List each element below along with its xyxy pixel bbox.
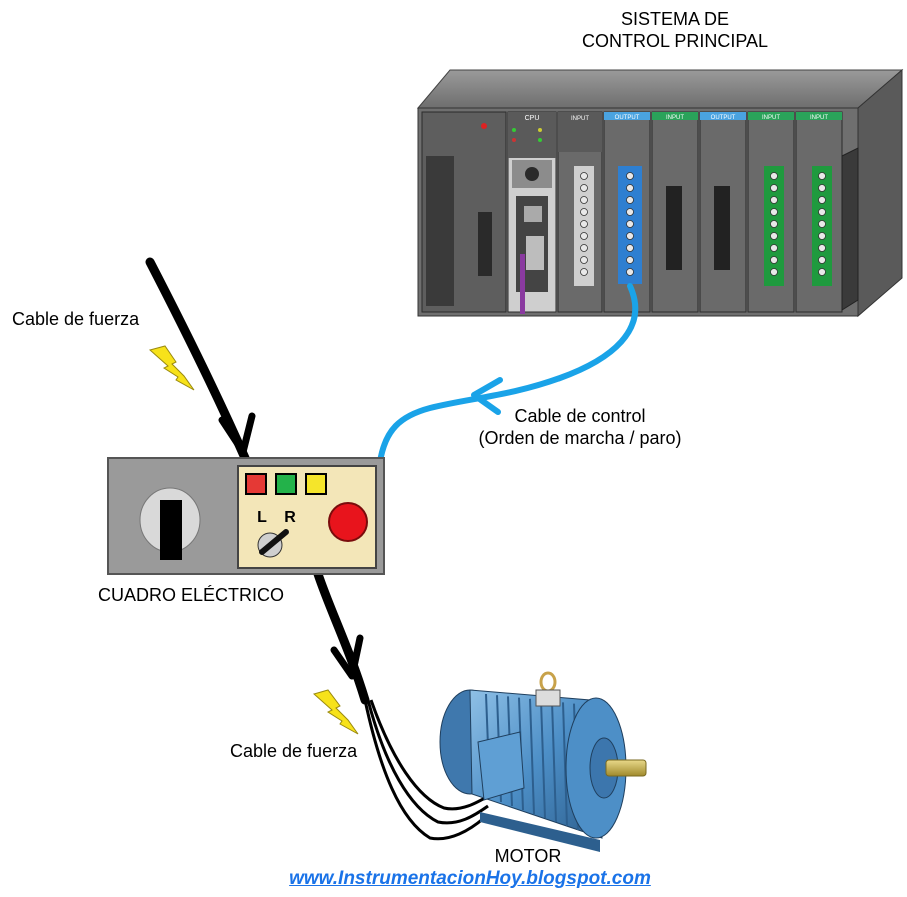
terminal-screw <box>770 220 778 228</box>
motor-shaft <box>605 759 647 777</box>
terminal-screw <box>626 244 634 252</box>
terminal-screw <box>818 268 826 276</box>
plc-module-label-1: INPUT <box>571 116 589 122</box>
plc-io-modules: INPUT OUTPUT INPUT OUTPUT INPUT <box>557 111 859 313</box>
selector-label-r: R <box>284 509 296 526</box>
control-cable-arrow-icon <box>471 377 503 415</box>
plc-module-label-2: OUTPUT <box>615 115 640 121</box>
lamp-yellow <box>305 473 327 495</box>
plc-rack-side <box>857 68 903 318</box>
motor-fin <box>551 701 557 823</box>
plc-module-label-4: OUTPUT <box>711 115 736 121</box>
terminal-screw <box>818 184 826 192</box>
selector-label-l: L <box>257 509 267 526</box>
lightning-bolt-icon <box>312 689 359 735</box>
terminal-screw <box>770 232 778 240</box>
terminal-screw <box>626 268 634 276</box>
plc-rack: CPU INPUT OUTPUT INPUT OU <box>416 68 904 318</box>
terminal-screw <box>580 256 588 264</box>
terminal-screw <box>770 196 778 204</box>
terminal-screw <box>580 172 588 180</box>
terminal-screw <box>818 232 826 240</box>
plc-cpu-cable <box>520 254 525 314</box>
terminal-screw <box>626 172 634 180</box>
terminal-screw <box>626 184 634 192</box>
terminal-screw <box>818 220 826 228</box>
plc-module-label-6: INPUT <box>810 115 828 121</box>
plc-rack-top <box>416 69 904 109</box>
main-switch-handle[interactable] <box>160 500 182 560</box>
terminal-screw <box>626 256 634 264</box>
motor-terminal-box <box>477 731 525 801</box>
motor-fin <box>540 699 546 819</box>
plc-power-led <box>481 123 487 129</box>
motor-fin <box>562 702 568 827</box>
plc-cpu-keyswitch <box>525 167 539 181</box>
website-link[interactable]: www.InstrumentacionHoy.blogspot.com <box>289 868 651 889</box>
terminal-screw <box>626 196 634 204</box>
terminal-screw <box>770 172 778 180</box>
control-cable-label-line-2: (Orden de marcha / paro) <box>478 428 682 448</box>
motor-feet <box>480 812 600 852</box>
terminal-screw <box>580 268 588 276</box>
plc-title: SISTEMA DE CONTROL PRINCIPAL <box>540 8 810 52</box>
terminal-screw <box>580 196 588 204</box>
motor-nameplate <box>535 689 561 707</box>
power-cable-bottom <box>313 569 370 705</box>
motor-conductors <box>363 699 493 841</box>
cuadro-electrico: L R <box>107 457 385 575</box>
stop-button[interactable] <box>328 502 368 542</box>
terminal-screw <box>626 220 634 228</box>
plc-module-door <box>841 147 859 311</box>
terminal-screw <box>818 208 826 216</box>
control-cable-label: Cable de control (Orden de marcha / paro… <box>440 405 720 449</box>
plc-module-label-cpu: CPU <box>525 115 540 122</box>
terminal-screw <box>770 208 778 216</box>
plc-title-line-2: CONTROL PRINCIPAL <box>581 31 769 51</box>
plc-module-label-5: INPUT <box>762 115 780 121</box>
control-cable <box>377 283 639 465</box>
terminal-screw <box>770 184 778 192</box>
cuadro-electrico-label: CUADRO ELÉCTRICO <box>98 585 285 605</box>
terminal-screw <box>818 196 826 204</box>
terminal-screw <box>818 244 826 252</box>
terminal-screw <box>818 256 826 264</box>
power-cable-bottom-arrow-icon <box>330 634 364 680</box>
plc-module-label-3: INPUT <box>666 115 684 121</box>
terminal-screw <box>580 244 588 252</box>
control-cable-label-line-1: Cable de control <box>514 406 646 426</box>
motor <box>439 671 647 852</box>
motor-label: MOTOR <box>494 846 562 866</box>
plc-power-terminals <box>478 212 492 276</box>
terminal-screw <box>626 232 634 240</box>
lightning-bolt-icon <box>148 345 195 391</box>
motor-lifting-eye <box>539 671 557 693</box>
terminal-screw <box>770 268 778 276</box>
lamp-green <box>275 473 297 495</box>
terminal-screw <box>580 184 588 192</box>
terminal-screw <box>818 172 826 180</box>
plc-power-door <box>426 156 454 306</box>
plc-title-line-1: SISTEMA DE <box>620 9 730 29</box>
terminal-screw <box>580 208 588 216</box>
power-cable-top-label: Cable de fuerza <box>12 309 140 329</box>
terminal-screw <box>580 220 588 228</box>
terminal-screw <box>770 256 778 264</box>
plc-cpu-status-panel <box>508 112 556 158</box>
terminal-screw <box>626 208 634 216</box>
plc-terminal-screws <box>580 172 826 276</box>
power-cable-top-arrow-icon <box>218 412 256 456</box>
lamp-red <box>245 473 267 495</box>
terminal-screw <box>580 232 588 240</box>
selector-switch-lever[interactable] <box>259 529 289 555</box>
terminal-screw <box>770 244 778 252</box>
motor-fin <box>529 698 535 815</box>
power-cable-bottom-label: Cable de fuerza <box>230 741 358 761</box>
